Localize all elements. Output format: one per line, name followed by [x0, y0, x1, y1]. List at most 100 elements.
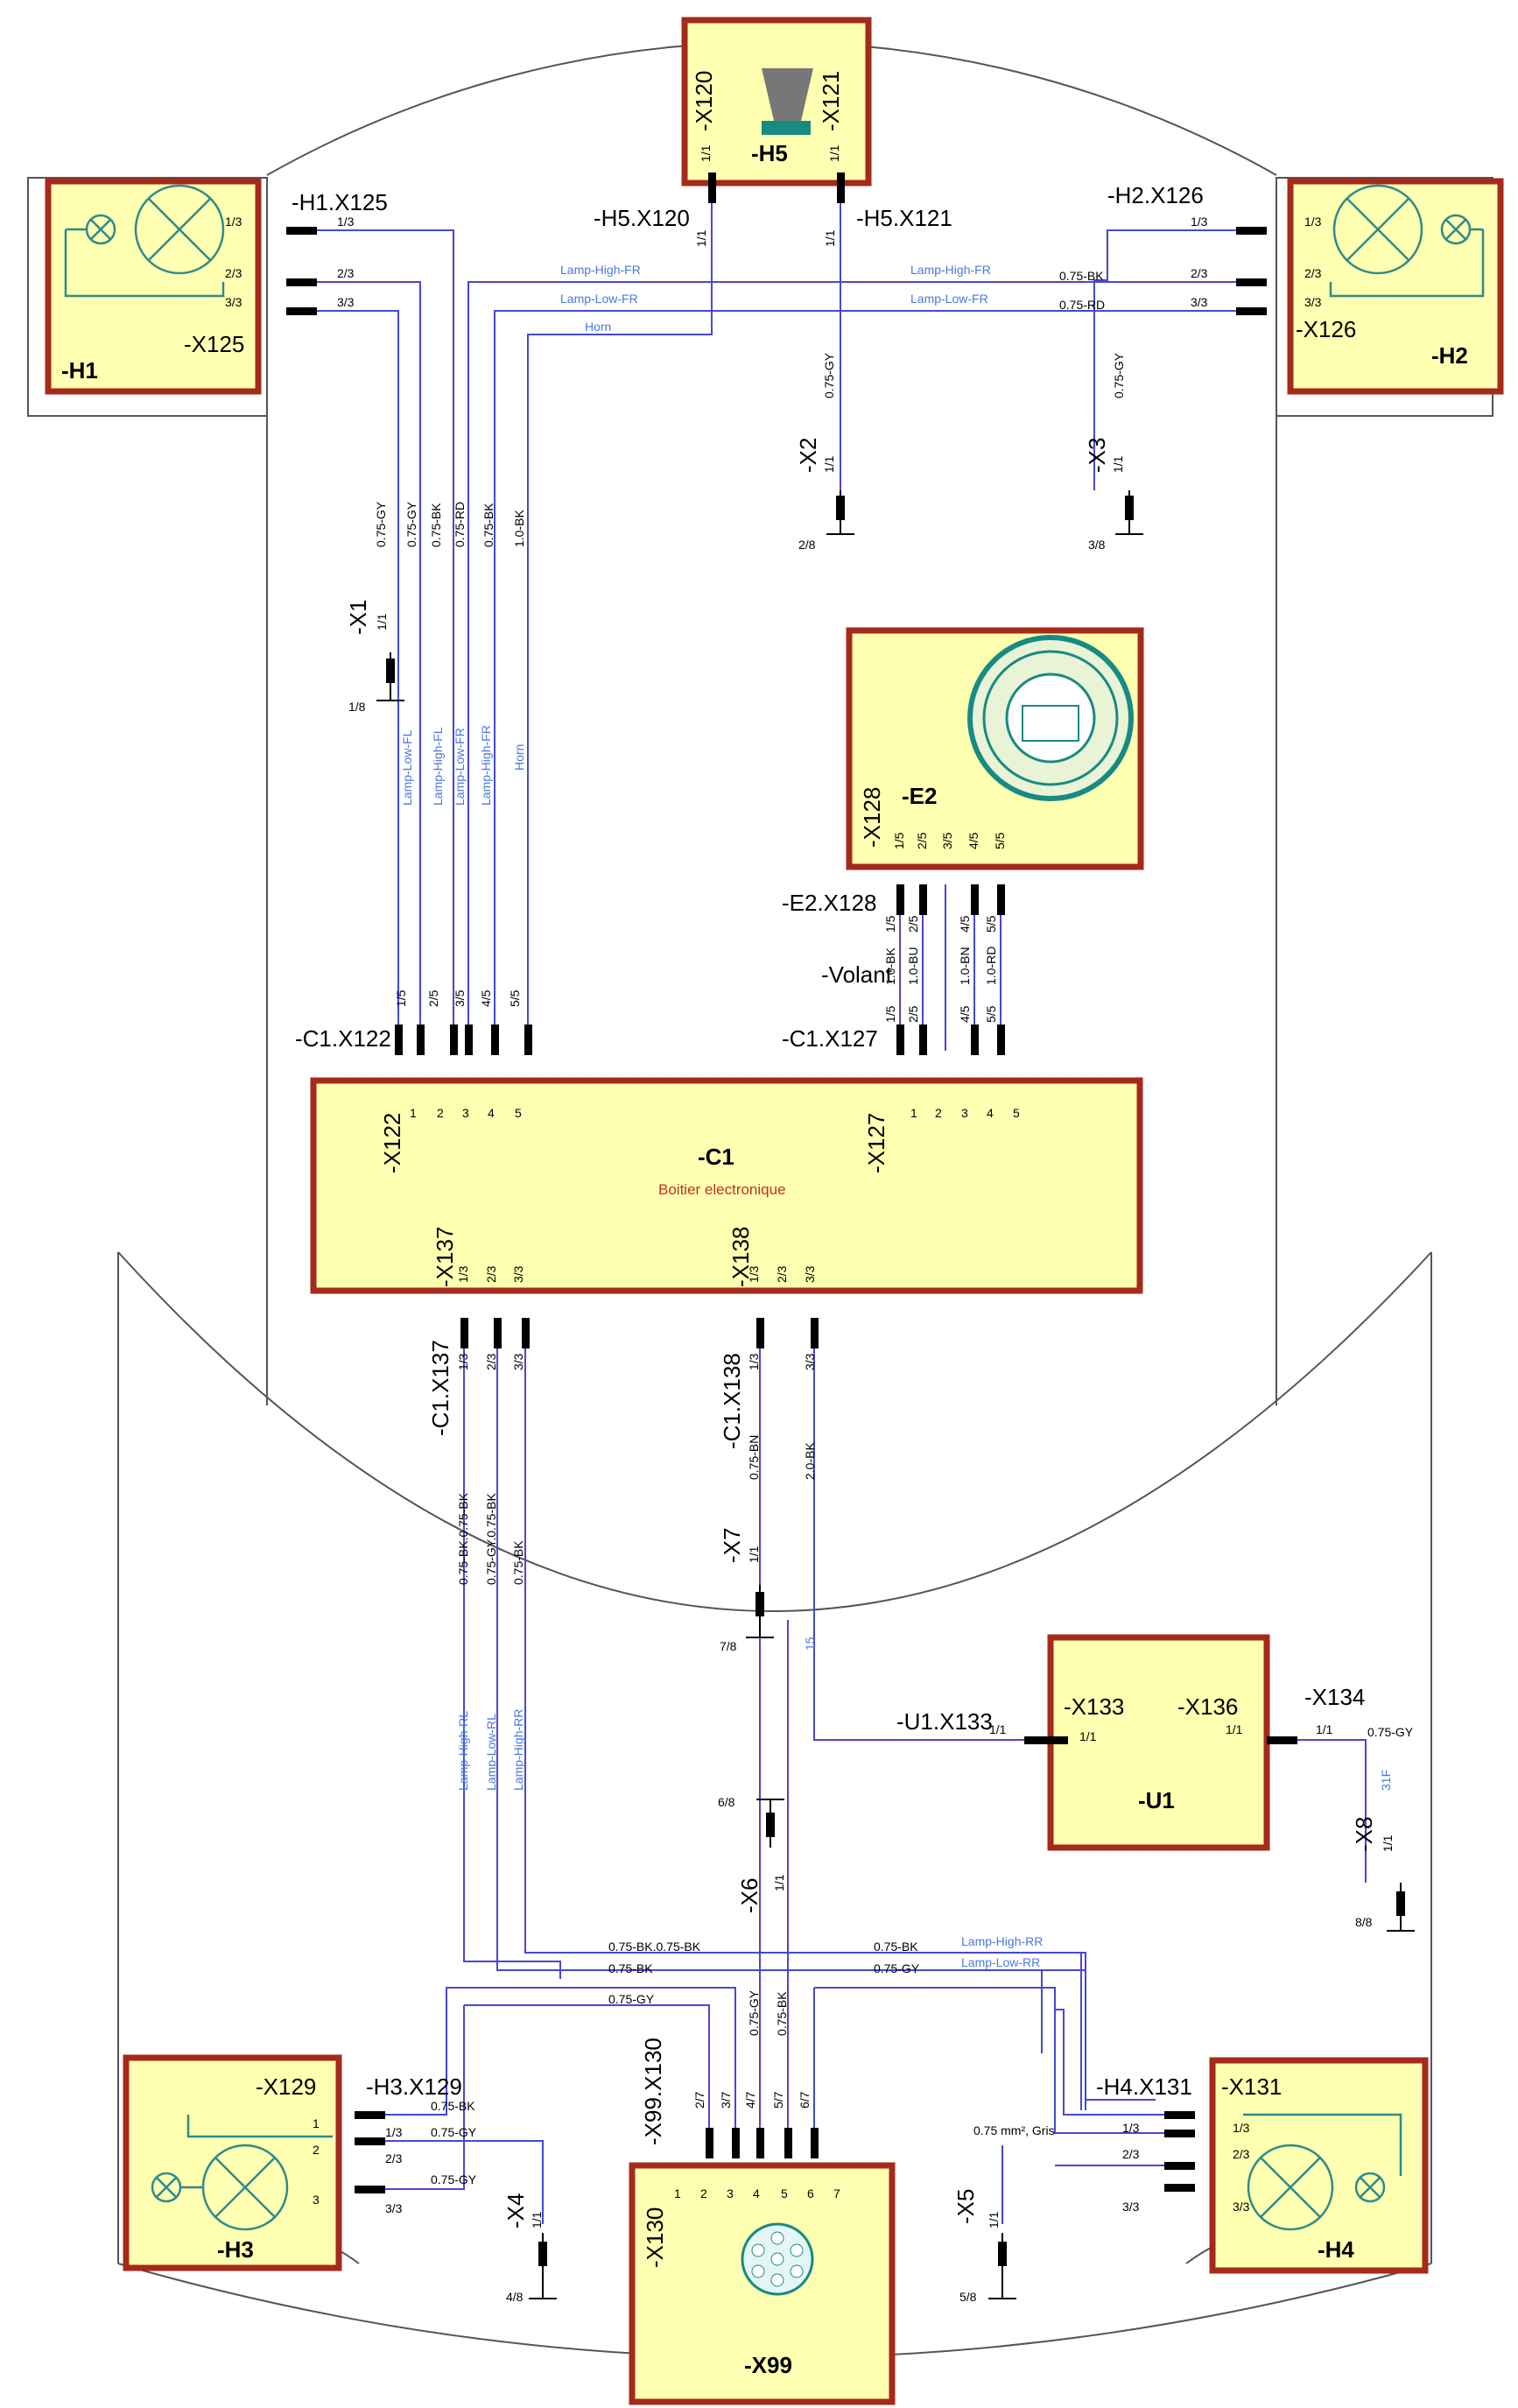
h3-rearlamp-box[interactable]: [123, 2054, 342, 2271]
x99-c-2: 2/7: [692, 2091, 706, 2109]
c1-x122-label: -X122: [379, 1113, 405, 1173]
wire-bk-h3: 0.75-BK: [431, 2099, 475, 2113]
c137-c-2: 2/3: [484, 1353, 498, 1370]
h5-c-a: 1/1: [694, 229, 708, 247]
x3-label: -X3: [1084, 438, 1110, 473]
h1-label: -H1: [61, 357, 98, 384]
wire-label-lamp-low-rl: Lamp-Low-RL: [484, 1714, 498, 1791]
h2-c1: 1/3: [1191, 215, 1208, 229]
x99-p5: 5: [781, 2186, 788, 2200]
h5-pin-b: 1/1: [827, 144, 841, 162]
lamp-icon: [151, 2115, 333, 2231]
e2-connector-label: -E2.X128: [782, 890, 876, 916]
h3-c2: 2/3: [385, 2151, 403, 2165]
x99-c-4: 4/7: [743, 2091, 757, 2109]
c1-x138-label: -X138: [727, 1227, 754, 1287]
h3-connector-label: -H3.X129: [366, 2074, 462, 2100]
c127-c-5: 5/5: [984, 1005, 998, 1023]
h1-p3: 3/3: [225, 295, 242, 309]
x134-label: -X134: [1304, 1684, 1365, 1710]
h5-x120-connector-label: -H5.X120: [594, 205, 690, 231]
x6-label: -X6: [736, 1878, 763, 1913]
x4-pin: 1/1: [530, 2211, 544, 2228]
h4-rearlamp-box[interactable]: [1209, 2057, 1429, 2274]
x1-ref: 1/8: [348, 700, 366, 714]
wire-bkbk-1: 0.75-BK.0.75-BK: [456, 1492, 470, 1585]
c1-x138-connector-label: -C1.X138: [719, 1353, 745, 1449]
wire-label-lamp-low-fr: Lamp-Low-FR: [560, 292, 638, 306]
wire-bk-x6: 0.75-BK: [775, 1991, 789, 2036]
e2-plug-label: -X128: [859, 787, 885, 848]
x99-p2: 2: [700, 2186, 707, 2200]
h5-x120-label: -X120: [691, 71, 717, 131]
c122-c-4: 4/5: [479, 989, 493, 1007]
e2-c-1: 1/5: [883, 915, 897, 933]
h4-connector-label: -H4.X131: [1096, 2074, 1192, 2100]
h3-c3: 3/3: [385, 2201, 403, 2215]
c1-p138-2: 2/3: [775, 1265, 789, 1283]
h5-c-b: 1/1: [823, 229, 837, 247]
wire-gris: 0.75 mm², Gris: [973, 2123, 1055, 2137]
h2-p1: 1/3: [1304, 215, 1322, 229]
c1-label: -C1: [698, 1144, 734, 1170]
connectors: [286, 173, 1297, 2193]
wire-label-lamp-high-fr-2: Lamp-High-FR: [910, 263, 991, 277]
x1-pin: 1/1: [375, 613, 389, 630]
ground-symbols: [376, 490, 1415, 2299]
wire-bk-rear: 0.75-BK: [608, 1961, 653, 1975]
e2-pin-4: 4/5: [966, 832, 980, 849]
wire-gy-1: 0.75-GY: [374, 501, 388, 547]
c1-p122-3: 3: [462, 1106, 469, 1120]
h3-plug-label: -X129: [256, 2074, 316, 2100]
c1-x137-label: -X137: [432, 1227, 458, 1287]
wire-label-horn-2: Horn: [512, 744, 526, 771]
h4-c3: 3/3: [1122, 2200, 1140, 2214]
e2-pin-3: 3/5: [940, 832, 954, 849]
x3-ref: 3/8: [1088, 538, 1106, 552]
x99-connector-label: -X99.X130: [640, 2038, 666, 2145]
c127-c-1: 1/5: [883, 1005, 897, 1023]
h2-headlamp-box[interactable]: [1287, 178, 1504, 395]
wire-gy-h3a: 0.75-GY: [431, 2125, 477, 2139]
x7-label: -X7: [719, 1528, 745, 1563]
h1-connector-label: -H1.X125: [292, 189, 388, 215]
wire-gy-x2: 0.75-GY: [822, 352, 836, 398]
c137-c-3: 3/3: [511, 1353, 525, 1370]
e2-pin-2: 2/5: [915, 832, 929, 849]
x99-plug-label: -X130: [642, 2207, 668, 2268]
c1-p138-3: 3/3: [803, 1265, 817, 1283]
wire-label-lamp-high-rr-2: Lamp-High-RR: [961, 1934, 1043, 1948]
h2-connector-label: -H2.X126: [1107, 182, 1204, 208]
c1-p127-5: 5: [1013, 1106, 1020, 1120]
x7-ref: 7/8: [720, 1639, 737, 1653]
h4-p2: 2/3: [1233, 2147, 1250, 2161]
e2-label: -E2: [902, 783, 937, 809]
h2-c3: 3/3: [1191, 295, 1208, 309]
x7-pin: 1/1: [747, 1545, 761, 1563]
h5-pin-a: 1/1: [699, 144, 713, 162]
h2-p3: 3/3: [1304, 295, 1322, 309]
h2-label: -H2: [1431, 342, 1468, 369]
c138-c-1: 1/3: [747, 1353, 761, 1370]
wire-label-lamp-low-fr-3: Lamp-Low-FR: [453, 728, 467, 806]
h5-x121-label: -X121: [818, 71, 844, 131]
h3-pin-3: 3: [313, 2193, 320, 2207]
c1-x137-connector-label: -C1.X137: [427, 1340, 453, 1436]
x99-p3: 3: [727, 2186, 734, 2200]
h3-label: -H3: [217, 2236, 254, 2263]
x8-ref: 8/8: [1355, 1915, 1373, 1929]
c1-p122-5: 5: [515, 1106, 522, 1120]
h4-plug-label: -X131: [1221, 2074, 1282, 2100]
x99-p6: 6: [807, 2186, 814, 2200]
c1-p137-1: 1/3: [456, 1265, 470, 1283]
c1-controller-box[interactable]: [310, 1077, 1143, 1294]
c1-p137-3: 3/3: [511, 1265, 525, 1283]
wire-label-horn: Horn: [585, 320, 611, 334]
h4-p3: 3/3: [1233, 2200, 1250, 2214]
u1-module-box[interactable]: [1047, 1634, 1270, 1851]
trailer-socket-icon: [741, 2222, 814, 2296]
wiring: [286, 203, 1367, 2224]
wire-label-lamp-high-fr: Lamp-High-FR: [560, 263, 641, 277]
x99-p7: 7: [833, 2186, 840, 2200]
